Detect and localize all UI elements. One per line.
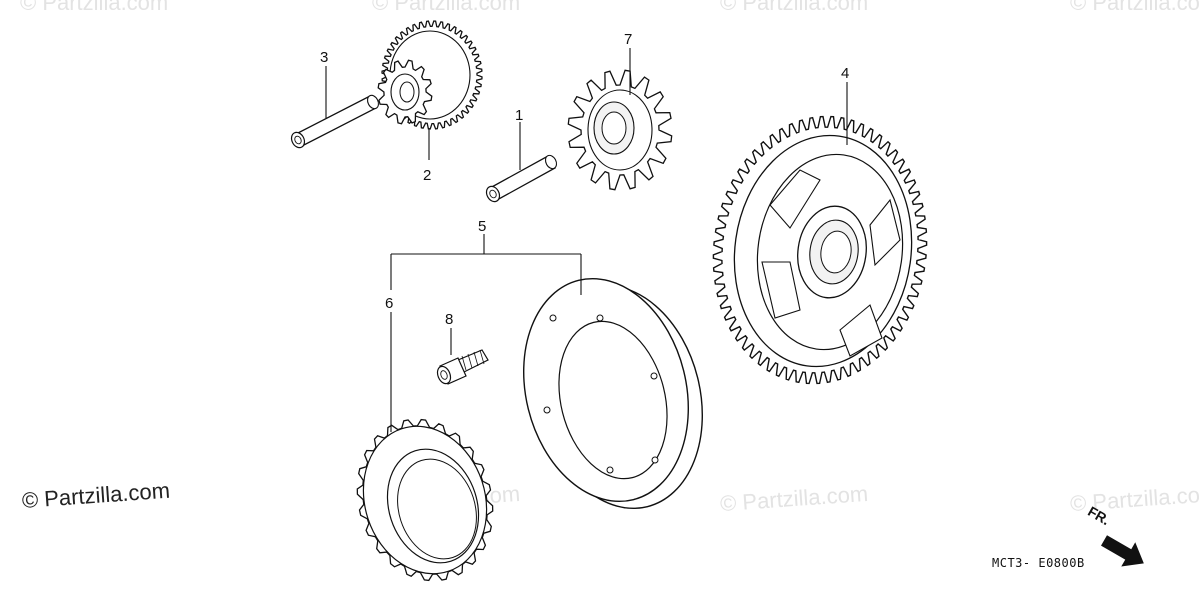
watermark: © Partzilla.com (372, 0, 521, 15)
callout-7: 7 (624, 31, 632, 48)
front-direction-label: FR. (1085, 503, 1113, 528)
starter-driven-gear-part-4[interactable] (712, 115, 928, 385)
watermark: © Partzilla.com (1070, 0, 1200, 15)
callout-4: 4 (841, 65, 849, 82)
callout-1: 1 (515, 107, 523, 124)
callout-2: 2 (423, 167, 431, 184)
arrow-right-icon (1101, 535, 1144, 567)
one-way-clutch-outer-part-5[interactable] (501, 261, 725, 526)
callout-5: 5 (478, 218, 486, 235)
reduction-gear-part-2[interactable] (377, 20, 483, 130)
callout-8: 8 (445, 311, 453, 328)
callout-3: 3 (320, 49, 328, 66)
one-way-clutch-part-6[interactable] (345, 410, 505, 590)
front-direction-indicator: FR. (1085, 503, 1144, 567)
shaft-part-3[interactable] (289, 93, 381, 149)
watermark: © Partzilla.com (720, 0, 869, 15)
callout-6: 6 (385, 295, 393, 312)
diagram-code: MCT3- E0800B (992, 556, 1085, 570)
idle-gear-part-7[interactable] (567, 69, 673, 191)
shaft-part-1[interactable] (484, 153, 559, 203)
socket-bolt-part-8[interactable] (435, 349, 489, 386)
watermark: © Partzilla.com (20, 0, 169, 15)
leader-lines (325, 48, 848, 432)
